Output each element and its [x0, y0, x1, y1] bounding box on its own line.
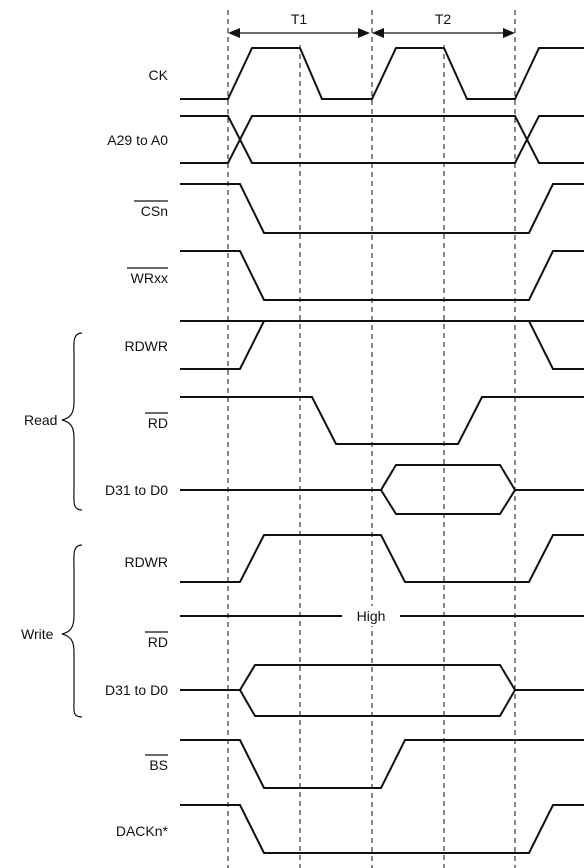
- wrxx-waveform: [180, 250, 584, 301]
- label-read-rdwr: RDWR: [124, 338, 168, 354]
- read-data-waveform: [180, 464, 584, 515]
- timing-guides: [227, 10, 516, 868]
- period-arrows: T1 T2: [228, 11, 515, 38]
- addr-waveform: [180, 115, 584, 164]
- label-wrxx: WRxx: [131, 270, 168, 286]
- read-brace: [61, 332, 83, 511]
- read-rdwr-waveform: [180, 320, 584, 370]
- write-group-label: Write: [21, 626, 54, 642]
- label-addr: A29 to A0: [107, 132, 168, 148]
- csn-waveform: [180, 183, 584, 234]
- ck-waveform: [180, 47, 584, 100]
- overbars: [127, 200, 168, 756]
- label-read-data: D31 to D0: [105, 482, 168, 498]
- label-write-data: D31 to D0: [105, 682, 168, 698]
- write-brace: [61, 544, 83, 718]
- t2-arrow-right: [503, 28, 515, 38]
- label-bs: BS: [149, 757, 168, 773]
- t2-arrow-left: [372, 28, 384, 38]
- write-rdwr-waveform: [180, 534, 584, 583]
- t1-arrow-left: [228, 28, 240, 38]
- high-label-bg: [343, 606, 399, 626]
- bs-waveform: [180, 739, 584, 789]
- read-group-label: Read: [24, 412, 57, 428]
- t2-label: T2: [435, 11, 452, 27]
- high-label: High: [357, 608, 386, 624]
- write-data-waveform: [180, 664, 584, 717]
- dackn-waveform: [180, 804, 584, 854]
- read-rd-waveform: [180, 396, 584, 445]
- label-read-rd: RD: [148, 415, 168, 431]
- label-ck: CK: [149, 67, 169, 83]
- t1-label: T1: [291, 11, 308, 27]
- label-write-rdwr: RDWR: [124, 554, 168, 570]
- t1-arrow-right: [358, 28, 370, 38]
- label-write-rd: RD: [148, 634, 168, 650]
- waveforms: [180, 47, 584, 854]
- signal-labels: CK A29 to A0 CSn WRxx RDWR RD D31 to D0 …: [105, 67, 169, 839]
- label-csn: CSn: [141, 203, 168, 219]
- group-braces: Read Write: [21, 332, 83, 718]
- label-dackn: DACKn*: [116, 823, 169, 839]
